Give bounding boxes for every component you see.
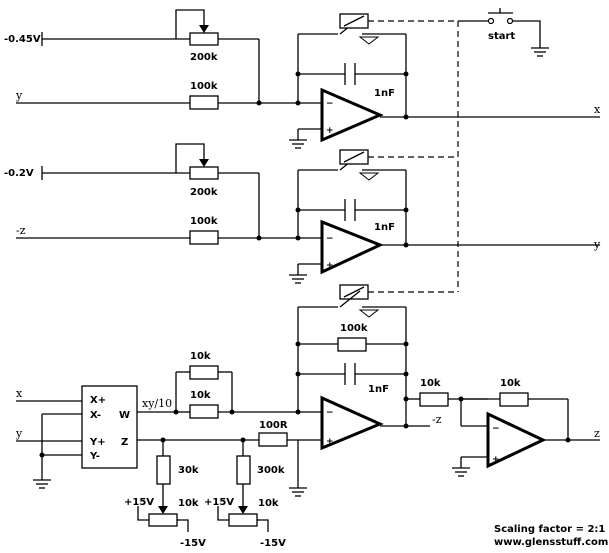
pot-10k-b — [228, 513, 258, 527]
pot-200k-2 — [189, 166, 219, 180]
resistor-300k — [236, 455, 251, 485]
label-pot10k-b: 10k — [258, 498, 279, 509]
pot-10k-a — [148, 513, 178, 527]
svg-text:+: + — [326, 261, 334, 271]
label-xy10: xy/10 — [142, 397, 172, 410]
label-y-out: y — [593, 238, 601, 251]
label-c2: 1nF — [374, 222, 395, 233]
label-r-fb3: 100k — [340, 323, 368, 334]
label-mult-z: Z — [121, 437, 128, 448]
start-switch — [368, 8, 549, 293]
label-pot10k-a: 10k — [178, 498, 199, 509]
label-z-out: z — [594, 427, 600, 440]
label-website: www.glensstuff.com — [494, 537, 608, 548]
svg-text:+: + — [326, 437, 334, 447]
label-neg02v: -0.2V — [4, 168, 34, 179]
label-x-mult: x — [16, 387, 23, 400]
opamp-3 — [320, 395, 384, 451]
label-r1: 100k — [190, 81, 218, 92]
label-scaling: Scaling factor = 2:1 — [494, 524, 605, 535]
label-c1: 1nF — [374, 88, 395, 99]
label-negz-in: -z — [16, 224, 26, 237]
stage-x-integrator: − + — [16, 9, 600, 149]
label-r10k-b: 10k — [190, 390, 211, 401]
label-m15v-1: -15V — [180, 538, 206, 549]
opamp-4 — [486, 411, 547, 469]
stage-z-integrator: − + − + — [16, 284, 600, 532]
label-p15v-2: +15V — [204, 497, 234, 508]
opamp-1 — [320, 87, 384, 143]
resistor-100r — [258, 432, 288, 447]
svg-text:+: + — [326, 126, 334, 136]
label-x-out: x — [594, 103, 601, 116]
label-r2: 100k — [190, 216, 218, 227]
label-negz-out: -z — [432, 413, 442, 426]
label-start: start — [488, 31, 515, 42]
resistor-30k — [156, 455, 171, 485]
resistor-10k-a — [189, 365, 219, 380]
resistor-100k-1 — [189, 95, 219, 110]
resistor-100k-fb — [337, 337, 367, 352]
resistor-10k-inv-fb — [499, 392, 529, 407]
label-mult-xm: X- — [90, 410, 101, 421]
label-r300k: 300k — [257, 465, 285, 476]
label-pot1: 200k — [190, 52, 218, 63]
stage-y-integrator: − + — [16, 143, 600, 284]
label-r100: 100R — [259, 420, 288, 431]
label-r30k: 30k — [178, 465, 199, 476]
label-p15v-1: +15V — [124, 497, 154, 508]
svg-text:−: − — [492, 424, 500, 434]
label-mult-w: W — [119, 410, 130, 421]
label-pot2: 200k — [190, 187, 218, 198]
resistor-10k-b — [189, 404, 219, 419]
label-c3: 1nF — [368, 384, 389, 395]
label-r-inv-fb: 10k — [500, 378, 521, 389]
resistor-100k-2 — [189, 230, 219, 245]
multiplier-ic — [81, 385, 138, 469]
resistor-10k-inv-in — [419, 392, 449, 407]
label-y-in: y — [15, 89, 23, 102]
label-mult-ym: Y- — [89, 451, 100, 462]
label-mult-yp: Y+ — [89, 437, 106, 448]
svg-text:−: − — [326, 234, 334, 244]
label-r-inv-in: 10k — [420, 378, 441, 389]
label-m15v-2: -15V — [260, 538, 286, 549]
label-r10k-a: 10k — [190, 351, 211, 362]
label-y-mult: y — [15, 427, 23, 440]
label-neg045v: -0.45V — [4, 34, 41, 45]
label-mult-xp: X+ — [90, 395, 106, 406]
svg-text:−: − — [326, 99, 334, 109]
svg-text:+: + — [492, 455, 500, 465]
svg-text:−: − — [326, 408, 334, 418]
opamp-2 — [320, 219, 384, 275]
pot-200k-1 — [189, 32, 219, 46]
